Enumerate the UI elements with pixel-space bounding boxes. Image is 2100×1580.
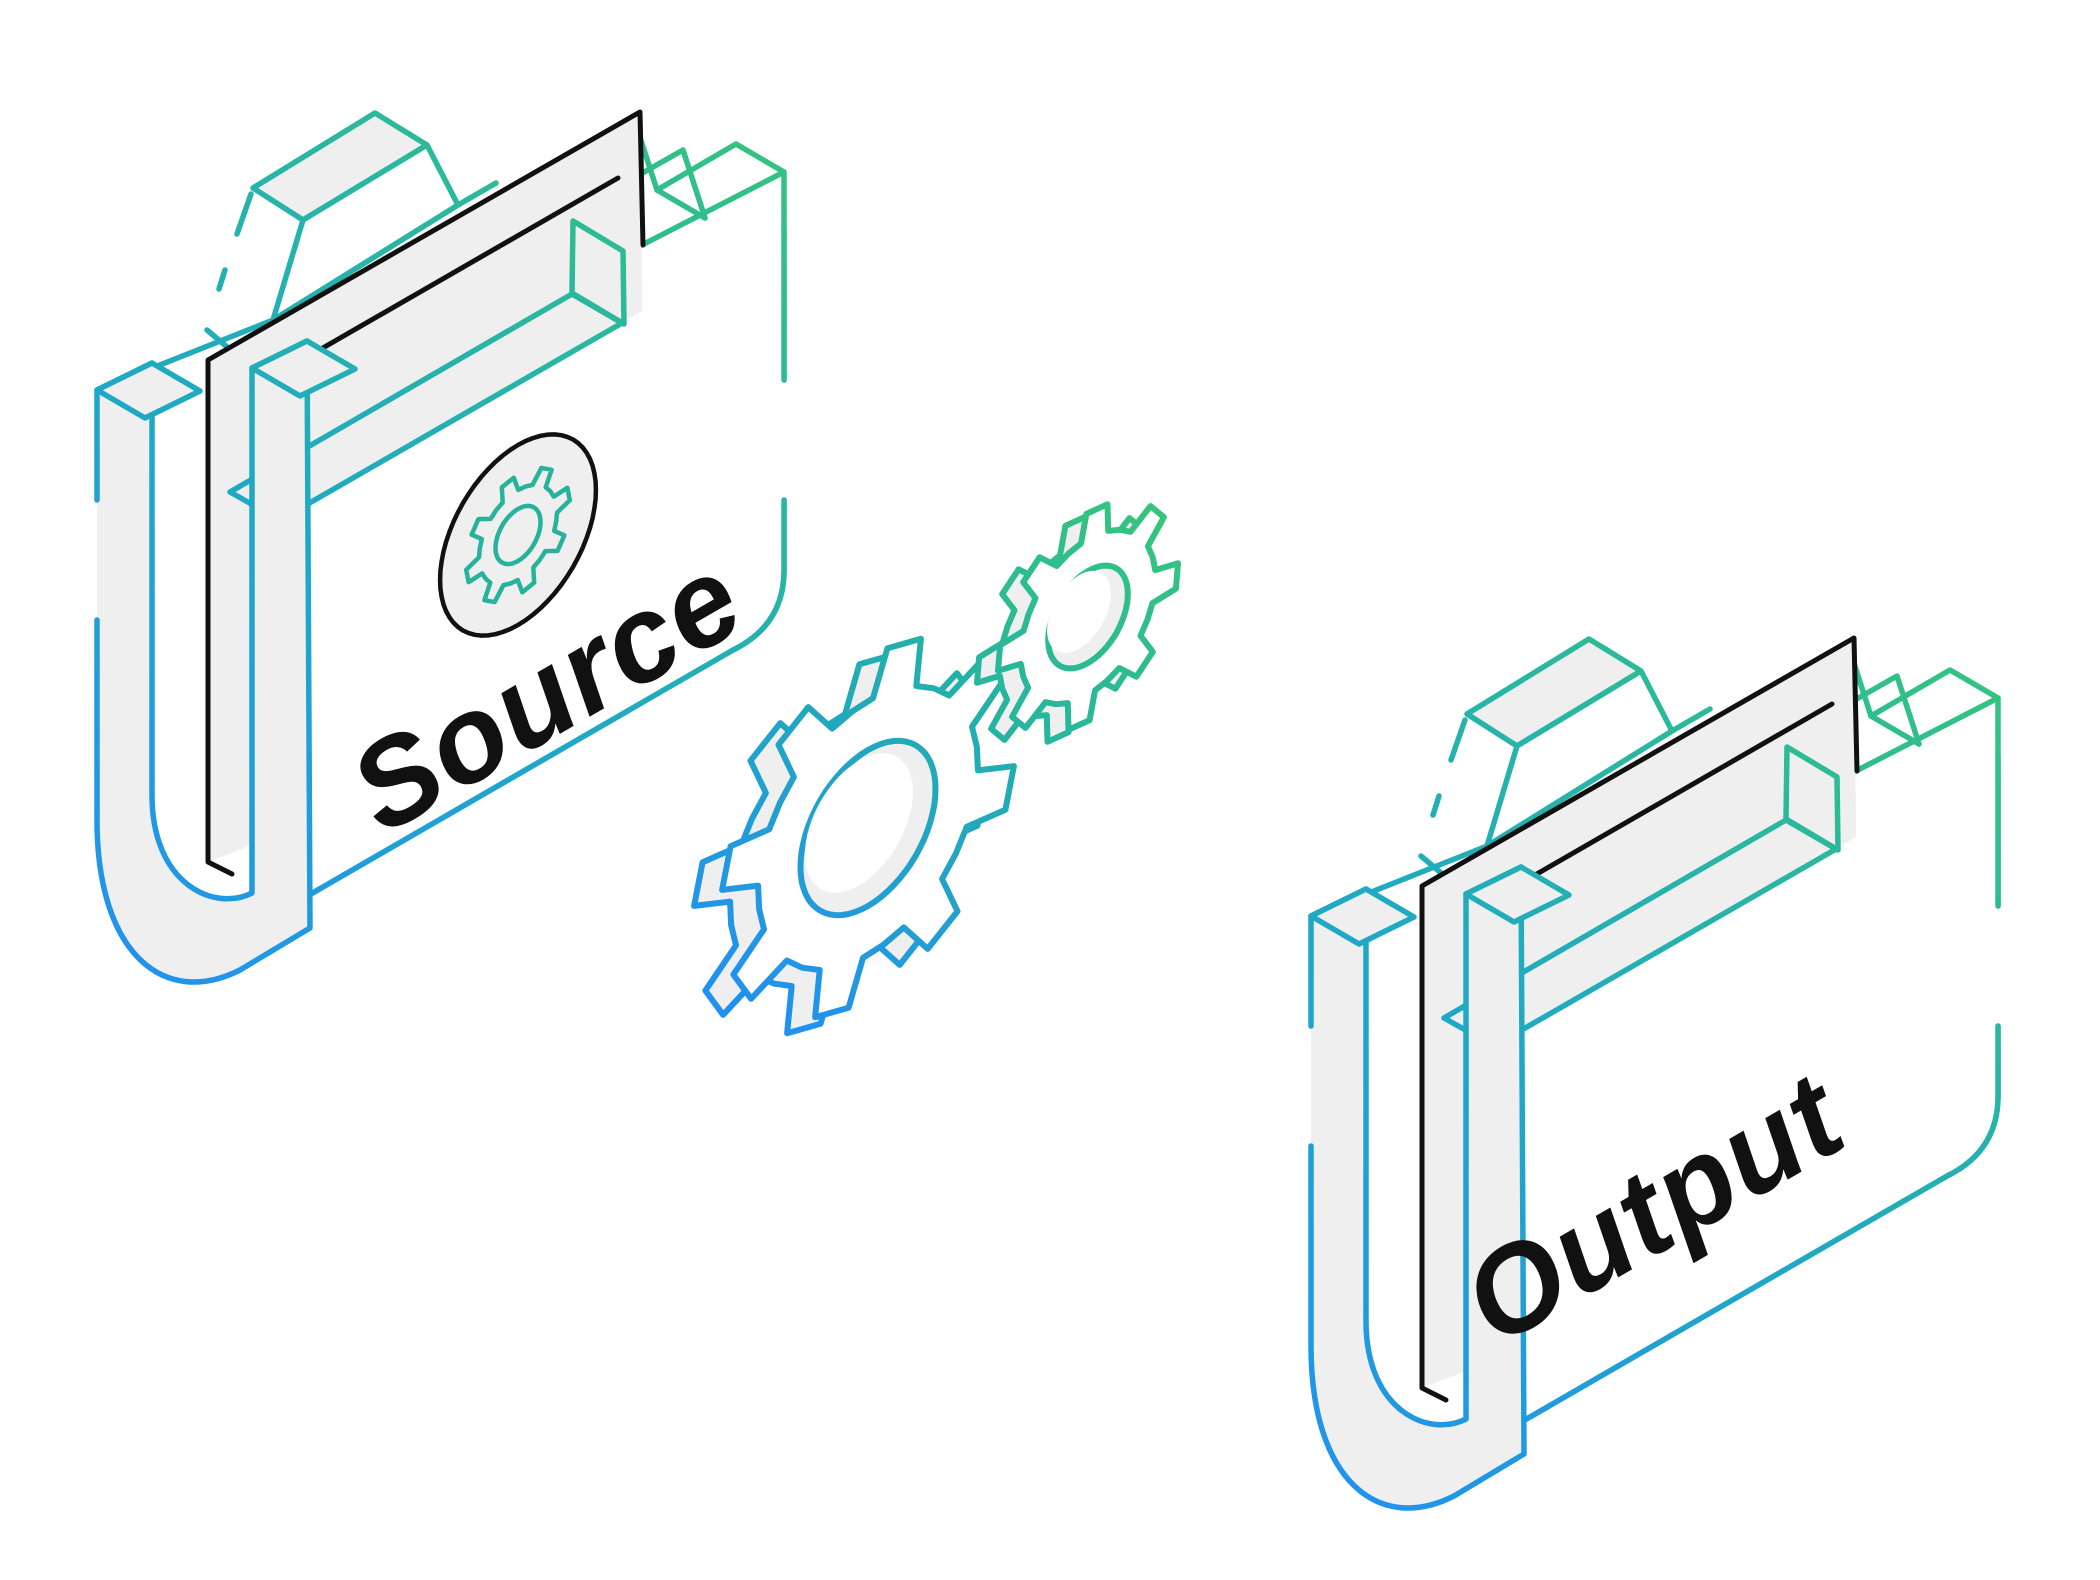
back-tab-side-face — [569, 218, 627, 327]
large-gear-icon — [691, 635, 1017, 1037]
spine-bar-top-faces — [94, 338, 358, 421]
front-tab-face — [1484, 668, 1675, 849]
small-gear-hole-highlight — [1047, 570, 1111, 654]
front-tab-face — [270, 142, 461, 323]
process-gears — [691, 501, 1181, 1037]
spine-band — [97, 341, 310, 982]
output-folder — [1308, 635, 2001, 1511]
small-gear-icon — [974, 501, 1181, 745]
large-gear-hole-highlight — [805, 753, 913, 893]
spine-outline — [1308, 864, 1527, 1511]
folder-front-cover — [1466, 755, 1998, 1452]
gear-badge-icon — [437, 432, 599, 638]
front-tab-sketch-dashes — [1430, 706, 1713, 818]
back-tab-side-face — [1783, 744, 1841, 853]
badge-gear-hole — [493, 503, 543, 567]
spine-band — [1311, 867, 1524, 1508]
folder-outline-restroke — [197, 226, 787, 961]
spine-outline — [94, 338, 313, 985]
spine-bar-top-faces — [1308, 864, 1572, 947]
folder-outline-restroke — [1411, 752, 2001, 1487]
front-tab-sketch-dashes — [216, 180, 499, 292]
